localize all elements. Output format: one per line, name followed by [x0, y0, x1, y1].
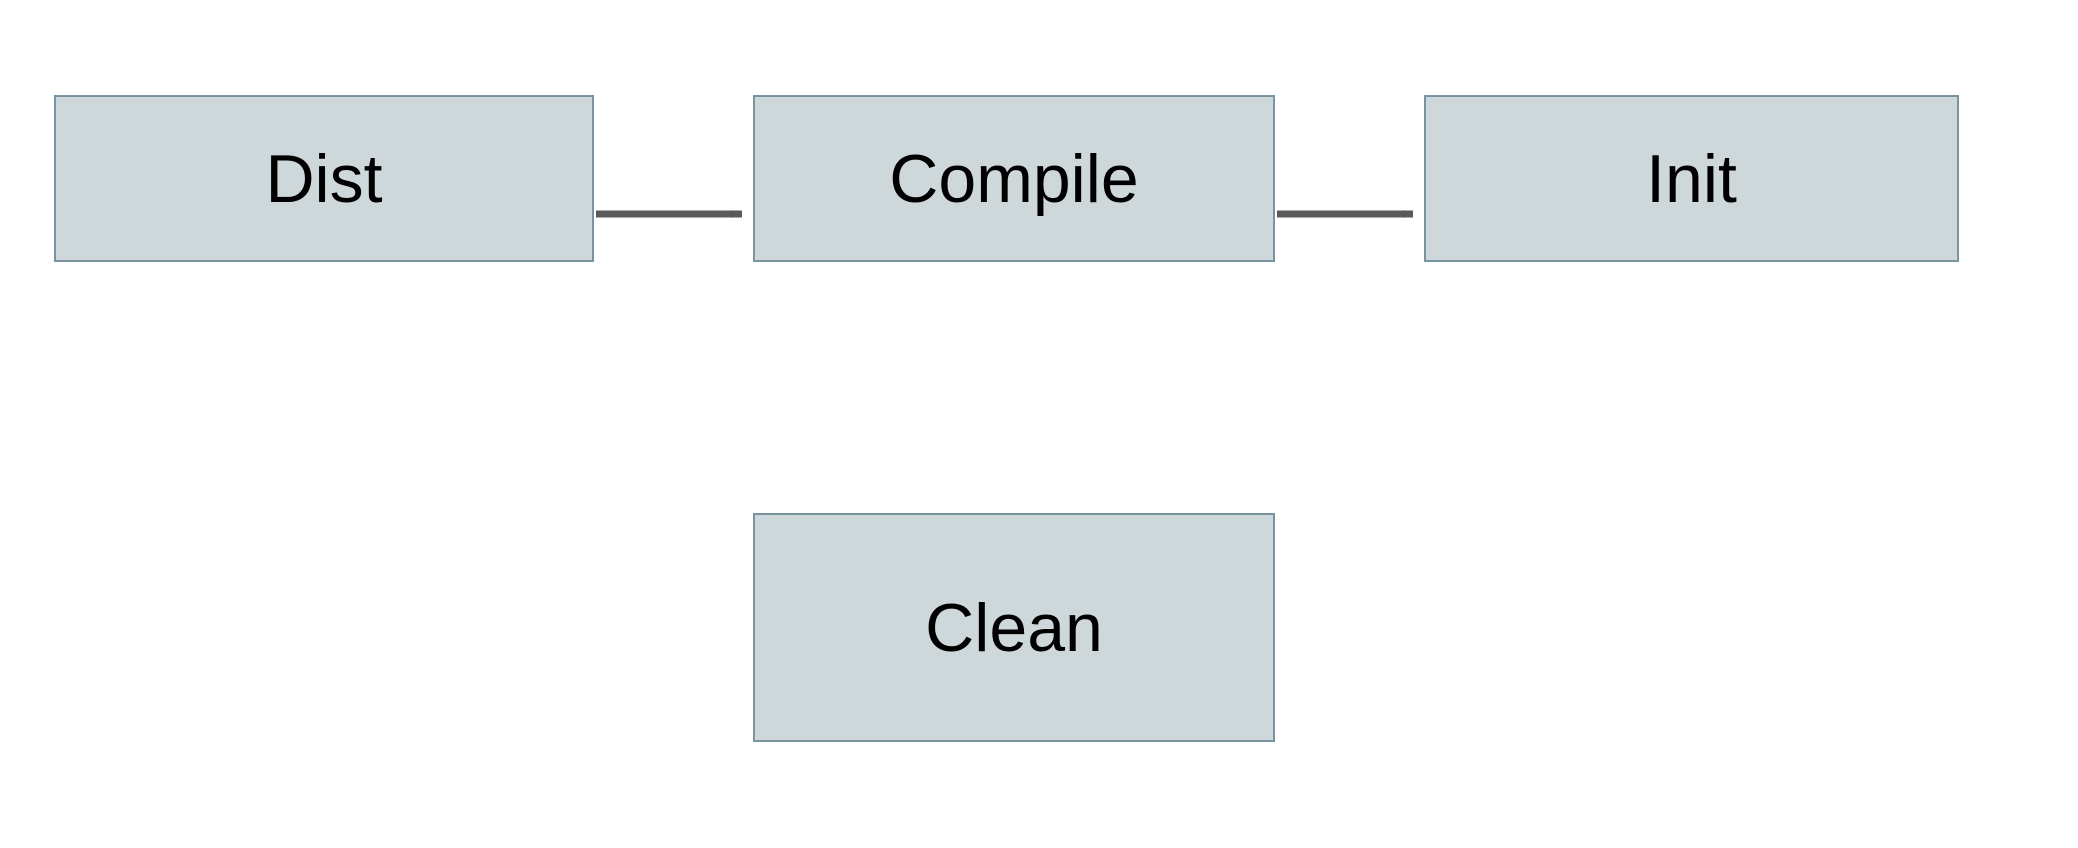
node-dist[interactable]: Dist — [54, 95, 594, 262]
node-compile[interactable]: Compile — [753, 95, 1275, 262]
edge-compile-to-init[interactable] — [1275, 200, 1424, 228]
node-clean-label: Clean — [925, 589, 1103, 666]
edge-dist-to-compile[interactable] — [594, 200, 753, 228]
node-dist-label: Dist — [265, 140, 383, 217]
node-clean[interactable]: Clean — [753, 513, 1275, 742]
node-init[interactable]: Init — [1424, 95, 1959, 262]
node-init-label: Init — [1646, 140, 1737, 217]
node-compile-label: Compile — [889, 140, 1139, 217]
